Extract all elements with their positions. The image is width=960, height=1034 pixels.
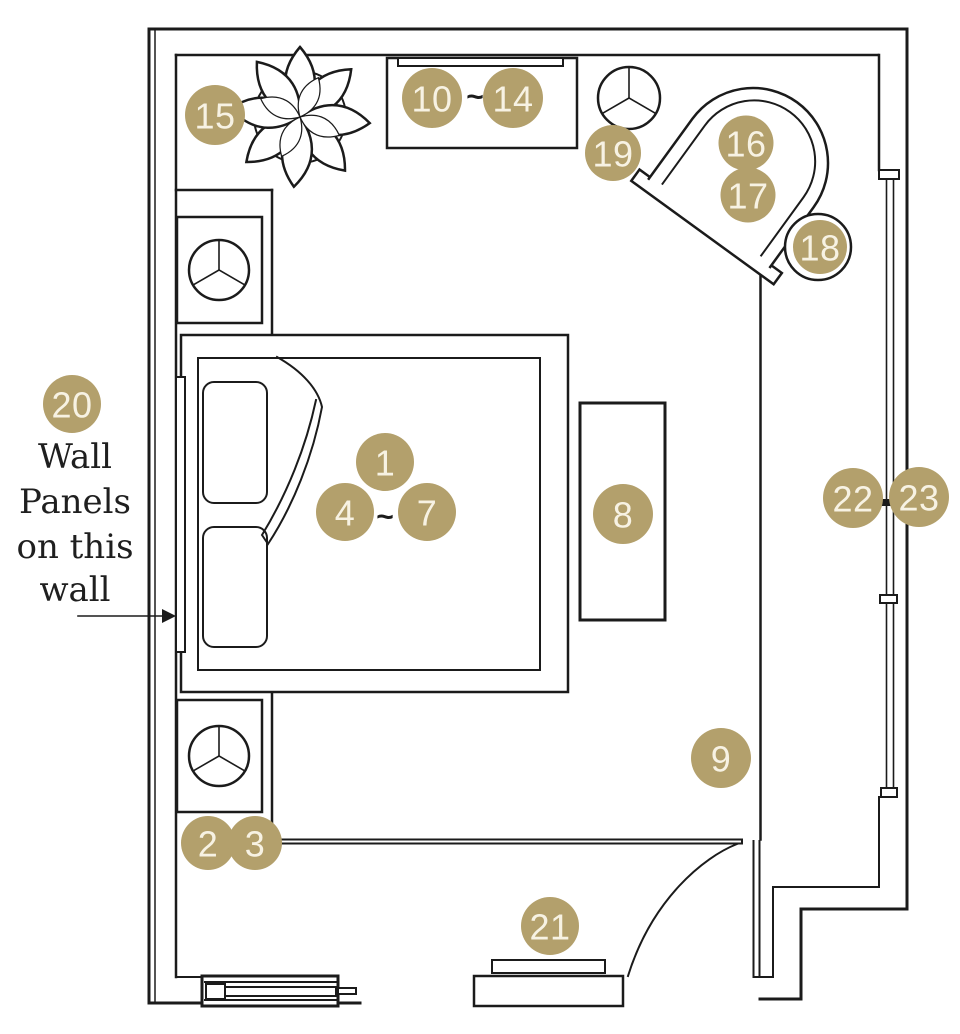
nightstand-top-spokes xyxy=(191,239,247,287)
marker-2-label: 2 xyxy=(198,824,219,865)
sheet-fold xyxy=(260,355,324,546)
bottom-left-runner xyxy=(200,974,357,1008)
console-back-rail xyxy=(397,57,564,67)
marker-19-label: 19 xyxy=(592,134,633,175)
runner-stub xyxy=(337,987,357,995)
wall-panel-strip xyxy=(175,376,186,653)
outer-wall xyxy=(147,27,909,1005)
marker-10: 10 xyxy=(402,68,462,128)
table-top-spokes xyxy=(601,66,657,115)
marker-17: 17 xyxy=(720,167,776,223)
marker-21: 21 xyxy=(521,897,579,955)
annotation-arrow-head xyxy=(162,609,176,623)
bed xyxy=(179,333,570,694)
runner-end-cap xyxy=(205,983,226,1000)
marker-8: 8 xyxy=(593,484,653,544)
range-separator-bed: ~ xyxy=(376,501,394,534)
marker-18: 18 xyxy=(793,220,847,274)
marker-14: 14 xyxy=(483,68,543,128)
nightstand-bottom xyxy=(175,698,264,814)
marker-7: 7 xyxy=(398,483,456,541)
annotation-line-3: on this xyxy=(16,527,133,567)
window-mullion-tick xyxy=(879,499,891,506)
marker-15: 15 xyxy=(185,85,245,145)
marker-8-label: 8 xyxy=(613,495,634,536)
marker-19: 19 xyxy=(585,125,641,181)
marker-2: 2 xyxy=(181,816,235,870)
armchair-inner-outline xyxy=(661,99,817,257)
marker-20-label: 20 xyxy=(51,385,92,426)
marker-21-label: 21 xyxy=(529,907,570,948)
marker-23-label: 23 xyxy=(898,478,939,519)
window-jamb-bottom xyxy=(880,787,898,798)
marker-17-label: 17 xyxy=(727,176,768,217)
marker-16-label: 16 xyxy=(725,124,766,165)
marker-4: 4 xyxy=(316,483,374,541)
marker-14-label: 14 xyxy=(492,79,533,120)
range-separator-console: ~ xyxy=(466,81,484,114)
round-side-table-top xyxy=(596,65,662,131)
marker-4-label: 4 xyxy=(335,493,356,534)
nightstand-top xyxy=(175,215,264,325)
marker-9-label: 9 xyxy=(711,739,732,780)
marker-10-label: 10 xyxy=(411,79,452,120)
marker-18-label: 18 xyxy=(799,228,840,269)
marker-20: 20 xyxy=(43,375,101,433)
bench-cushion xyxy=(491,959,606,974)
door-swing-arc xyxy=(626,842,739,978)
annotation-line-4: wall xyxy=(39,570,110,610)
pillow-top xyxy=(202,381,268,504)
runner-inner-band xyxy=(224,986,337,997)
marker-22-label: 22 xyxy=(832,479,873,520)
marker-3-label: 3 xyxy=(245,824,266,865)
potted-plant xyxy=(228,45,372,189)
annotation-line-2: Panels xyxy=(19,482,131,522)
bed-mattress xyxy=(197,357,541,671)
bench xyxy=(472,959,625,1008)
plant-leaves xyxy=(228,45,372,189)
marker-15-label: 15 xyxy=(194,96,235,137)
pillow-bottom xyxy=(202,526,268,648)
markers: 1 4 ~ 7 2 3 8 9 10 ~ xyxy=(43,68,949,955)
marker-22: 22 xyxy=(823,468,883,528)
marker-16: 16 xyxy=(718,115,774,171)
bench-base xyxy=(472,974,625,1008)
marker-3: 3 xyxy=(228,816,282,870)
marker-7-label: 7 xyxy=(417,493,438,534)
wall-panels-annotation: Wall Panels on this wall xyxy=(16,437,176,623)
marker-1: 1 xyxy=(356,433,414,491)
corridor-inner-wall xyxy=(772,796,880,978)
annotation-line-1: Wall xyxy=(38,437,112,477)
marker-23: 23 xyxy=(889,467,949,527)
window-jamb-top xyxy=(878,169,900,180)
nightstand-bottom-spokes xyxy=(191,725,247,773)
window-mullion-step xyxy=(879,594,898,604)
marker-9: 9 xyxy=(691,728,751,788)
marker-1-label: 1 xyxy=(375,443,396,484)
